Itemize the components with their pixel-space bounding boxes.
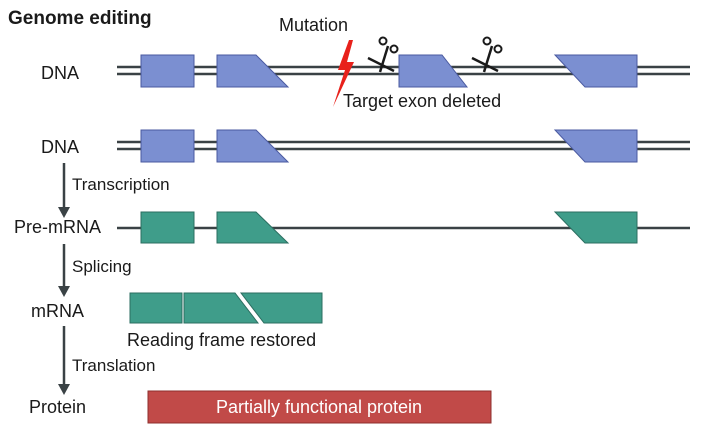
dna-exon-1 [140, 54, 195, 88]
transcription-label: Transcription [72, 175, 170, 194]
mrna-exon-2 [183, 292, 260, 324]
mrna-label: mRNA [31, 301, 84, 321]
scissors-icon [471, 36, 503, 73]
dna-exon-2 [216, 129, 290, 163]
pre-mrna-label: Pre-mRNA [14, 217, 101, 237]
splicing-arrow [58, 244, 70, 297]
protein-bar [147, 390, 492, 424]
splicing-label: Splicing [72, 257, 132, 276]
reading-frame-restored-label: Reading frame restored [127, 330, 316, 350]
dna-exon-last [553, 129, 638, 163]
dna-exon-last [553, 54, 638, 88]
translation-arrow [58, 326, 70, 395]
transcription-arrow [58, 163, 70, 218]
mrna-exon-1 [129, 292, 183, 324]
dna-label-2: DNA [41, 137, 79, 157]
scissors-icon [367, 36, 399, 73]
dna-label-1: DNA [41, 63, 79, 83]
mutation-label: Mutation [279, 15, 348, 35]
protein-label: Protein [29, 397, 86, 417]
mrna-exon-last [239, 292, 323, 324]
rna-exon-2 [216, 211, 290, 244]
protein-bar-label: Partially functional protein [216, 397, 422, 417]
dna-target-exon [398, 54, 469, 88]
diagram-title: Genome editing [8, 8, 152, 29]
target-exon-deleted-label: Target exon deleted [343, 91, 501, 111]
translation-label: Translation [72, 356, 155, 375]
dna-exon-2 [216, 54, 290, 88]
dna-exon-1 [140, 129, 195, 163]
rna-exon-last [553, 211, 638, 244]
rna-exon-1 [140, 211, 195, 244]
